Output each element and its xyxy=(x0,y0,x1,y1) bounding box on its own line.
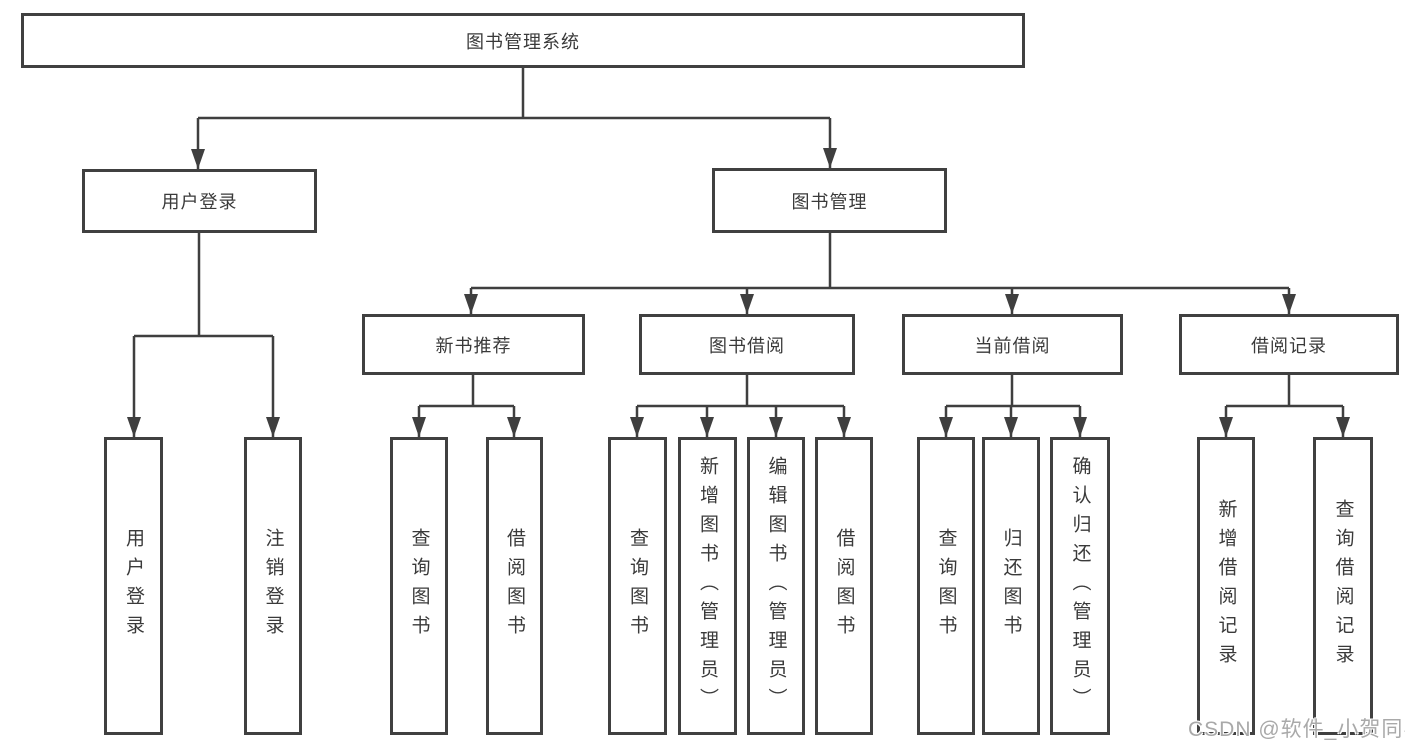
node-book-borrowing: 图书借阅 xyxy=(639,314,855,375)
node-library-management-system: 图书管理系统 xyxy=(21,13,1025,68)
leaf-label: 新增图书（管理员） xyxy=(697,455,718,717)
node-book-management: 图书管理 xyxy=(712,168,947,233)
node-borrow-records: 借阅记录 xyxy=(1179,314,1399,375)
node-label: 借阅记录 xyxy=(1251,335,1327,356)
leaf-label: 查询图书 xyxy=(627,528,648,644)
connector-current-borrow-to-leaves xyxy=(939,375,1087,437)
leaf-label: 借阅图书 xyxy=(833,528,855,644)
connector-borrow-records-to-leaves xyxy=(1219,375,1350,437)
leaf-logout: 注销登录 xyxy=(244,437,302,735)
node-label: 新书推荐 xyxy=(435,335,512,356)
leaf-label: 用户登录 xyxy=(123,528,144,644)
leaf-borrow-books-recommend: 借阅图书 xyxy=(486,437,543,735)
leaf-query-books-borrowing: 查询图书 xyxy=(608,437,667,735)
node-label: 图书管理系统 xyxy=(466,31,580,52)
leaf-label: 借阅图书 xyxy=(504,528,525,644)
node-label: 当前借阅 xyxy=(974,335,1051,356)
leaf-label: 新增借阅记录 xyxy=(1215,499,1237,673)
leaf-label: 查询借阅记录 xyxy=(1332,499,1354,673)
leaf-add-books-admin: 新增图书（管理员） xyxy=(678,437,737,735)
leaf-query-borrow-record: 查询借阅记录 xyxy=(1313,437,1373,735)
connector-book-management-to-level3 xyxy=(464,233,1296,314)
node-label: 用户登录 xyxy=(161,192,238,212)
leaf-user-login: 用户登录 xyxy=(104,437,163,735)
leaf-borrow-books: 借阅图书 xyxy=(815,437,873,735)
connector-book-borrow-to-leaves xyxy=(630,375,851,437)
leaf-label: 查询图书 xyxy=(408,528,430,644)
leaf-query-books-current: 查询图书 xyxy=(917,437,975,735)
node-label: 图书管理 xyxy=(791,191,868,212)
leaf-label: 归还图书 xyxy=(1000,528,1022,644)
node-new-book-recommendation: 新书推荐 xyxy=(362,314,585,375)
leaf-add-borrow-record: 新增借阅记录 xyxy=(1197,437,1255,735)
leaf-label: 编辑图书（管理员） xyxy=(765,455,787,717)
leaf-confirm-return-admin: 确认归还（管理员） xyxy=(1050,437,1110,735)
leaf-label: 查询图书 xyxy=(935,528,957,644)
connector-user-login-to-leaves xyxy=(127,233,280,437)
leaf-label: 注销登录 xyxy=(262,528,284,644)
leaf-edit-books-admin: 编辑图书（管理员） xyxy=(747,437,805,735)
leaf-query-books-recommend: 查询图书 xyxy=(390,437,448,735)
leaf-return-books: 归还图书 xyxy=(982,437,1040,735)
connector-new-book-to-leaves xyxy=(412,375,521,437)
connector-root-to-level2 xyxy=(191,68,837,169)
leaf-label: 确认归还（管理员） xyxy=(1069,455,1091,717)
node-user-login: 用户登录 xyxy=(82,169,317,233)
node-label: 图书借阅 xyxy=(709,335,785,356)
watermark: CSDN @软件_小贺同学 xyxy=(1188,718,1405,741)
node-current-borrowing: 当前借阅 xyxy=(902,314,1123,375)
